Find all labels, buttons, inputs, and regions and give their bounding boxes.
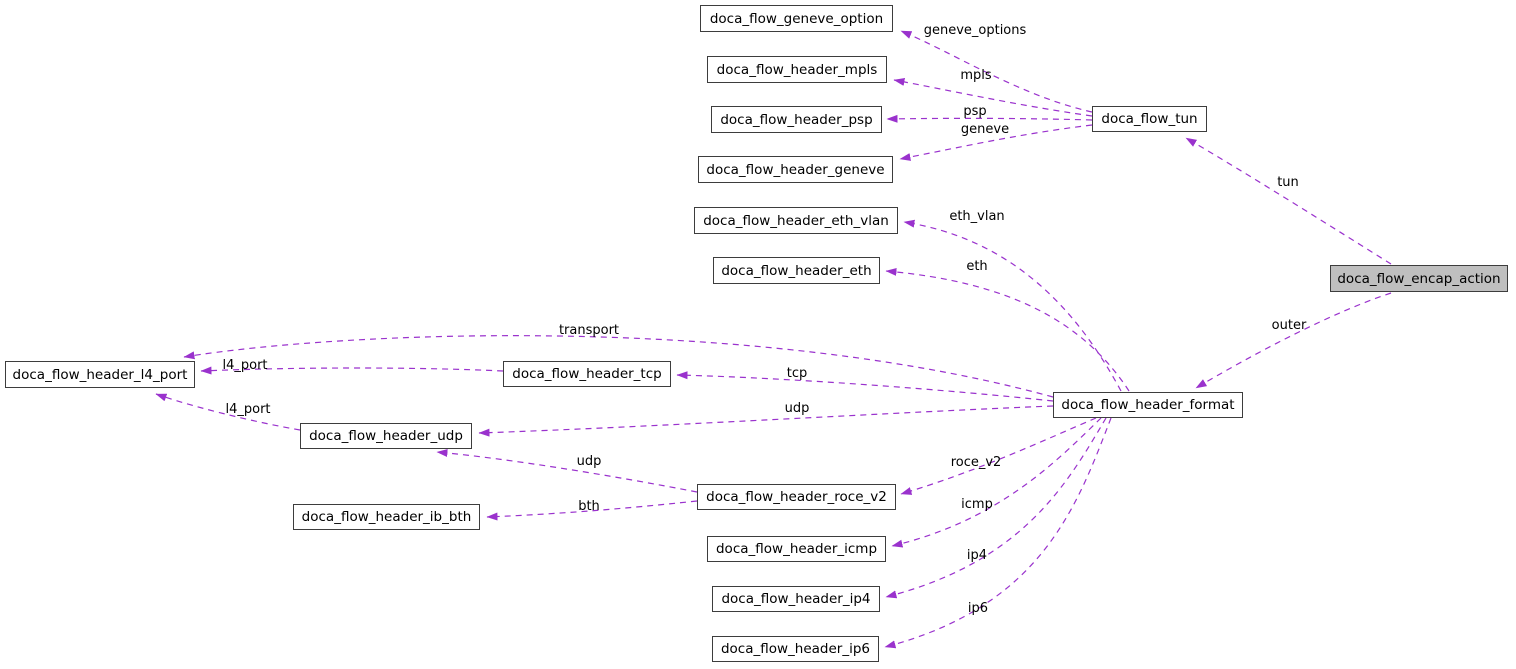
edge-udp-from-roce-line <box>436 448 698 493</box>
edge-l4-port-from-udp-line <box>155 393 301 431</box>
node-doca-flow-header-geneve[interactable]: doca_flow_header_geneve <box>698 156 893 183</box>
edge-label-l4-port-udp: l4_port <box>225 402 271 417</box>
node-doca-flow-header-roce-v2[interactable]: doca_flow_header_roce_v2 <box>697 484 896 510</box>
node-doca-flow-geneve-option[interactable]: doca_flow_geneve_option <box>700 5 893 32</box>
edge-label-udp-roce: udp <box>576 454 602 469</box>
edge-label-geneve-options: geneve_options <box>923 23 1027 38</box>
node-doca-flow-header-ib-bth[interactable]: doca_flow_header_ib_bth <box>293 504 480 530</box>
edge-label-bth: bth <box>578 499 600 514</box>
edge-roce-v2-line <box>900 417 1097 495</box>
edge-mpls-line <box>893 77 1093 117</box>
edge-eth-line <box>885 267 1130 392</box>
edge-udp-from-format-line <box>478 405 1054 437</box>
node-doca-flow-header-ip4[interactable]: doca_flow_header_ip4 <box>712 586 880 612</box>
edge-label-geneve: geneve <box>960 122 1010 137</box>
node-doca-flow-header-tcp[interactable]: doca_flow_header_tcp <box>503 361 671 387</box>
edge-label-outer: outer <box>1271 318 1307 333</box>
edge-tcp-line <box>676 371 1054 402</box>
node-doca-flow-header-mpls[interactable]: doca_flow_header_mpls <box>707 56 887 83</box>
node-doca-flow-header-eth[interactable]: doca_flow_header_eth <box>713 257 880 284</box>
edge-geneve-line <box>899 124 1093 161</box>
edge-ip4-line <box>885 417 1107 599</box>
edge-psp-line <box>886 114 1093 123</box>
node-doca-flow-header-psp[interactable]: doca_flow_header_psp <box>711 106 882 133</box>
edge-label-ip6: ip6 <box>967 601 989 616</box>
edge-label-psp: psp <box>963 104 987 119</box>
node-doca-flow-header-format[interactable]: doca_flow_header_format <box>1053 392 1243 418</box>
edge-icmp-line <box>891 417 1102 548</box>
edge-bth-line <box>486 500 698 521</box>
node-doca-flow-header-udp[interactable]: doca_flow_header_udp <box>300 423 472 449</box>
edge-label-eth-vlan: eth_vlan <box>949 209 1005 224</box>
edge-label-eth: eth <box>966 259 988 274</box>
edge-label-mpls: mpls <box>960 68 992 83</box>
edge-label-tun: tun <box>1277 175 1299 190</box>
node-doca-flow-tun[interactable]: doca_flow_tun <box>1092 106 1207 132</box>
edge-label-ip4: ip4 <box>966 548 988 563</box>
node-doca-flow-encap-action: doca_flow_encap_action <box>1330 265 1508 292</box>
edge-ip6-line <box>884 417 1112 649</box>
edge-eth-vlan-line <box>903 219 1122 392</box>
edge-tun-line <box>1185 137 1392 265</box>
edge-label-transport: transport <box>558 323 620 338</box>
edge-label-tcp: tcp <box>786 366 808 381</box>
node-doca-flow-header-icmp[interactable]: doca_flow_header_icmp <box>707 536 886 562</box>
edge-label-udp-format: udp <box>784 401 810 416</box>
node-doca-flow-header-ip6[interactable]: doca_flow_header_ip6 <box>712 636 879 662</box>
edge-label-icmp: icmp <box>961 497 993 512</box>
node-doca-flow-header-eth-vlan[interactable]: doca_flow_header_eth_vlan <box>694 207 898 234</box>
edge-label-roce-v2: roce_v2 <box>950 455 1002 470</box>
edge-label-l4-port-tcp: l4_port <box>222 358 268 373</box>
edge-outer-line <box>1195 292 1392 389</box>
edge-l4-port-from-tcp-line <box>200 366 504 375</box>
node-doca-flow-header-l4-port[interactable]: doca_flow_header_l4_port <box>5 361 195 388</box>
edge-geneve-options-line <box>900 30 1093 113</box>
